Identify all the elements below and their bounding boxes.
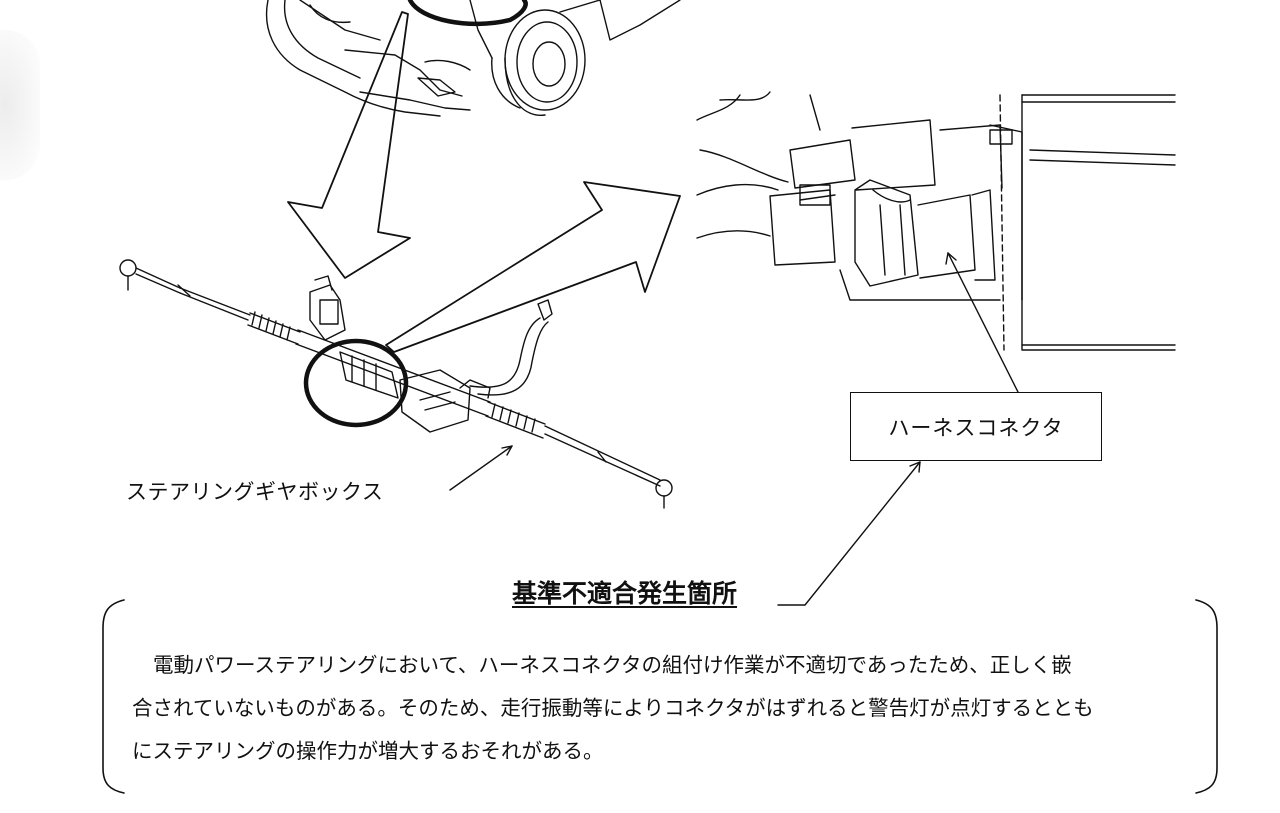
steering-gearbox-illustration: [119, 259, 673, 509]
description-line: 電動パワーステアリングにおいて、ハーネスコネクタの組付け作業が不適切であったため…: [153, 653, 1072, 677]
scan-shadow: [0, 30, 40, 180]
harness-connector-label: ハーネスコネクタ: [888, 415, 1064, 440]
recall-description: 電動パワーステアリングにおいて、ハーネスコネクタの組付け作業が不適切であったため…: [132, 644, 1202, 773]
description-bracket: [102, 599, 1218, 794]
description-line: にステアリングの操作力が増大するおそれがある。: [132, 739, 604, 763]
steering-gearbox-label: ステアリングギヤボックス: [126, 480, 384, 504]
gearbox-pointer: [449, 445, 513, 491]
defect-pointer: [777, 461, 921, 606]
down-arrow: [287, 11, 411, 279]
car-front-illustration: [265, 0, 681, 117]
up-right-arrow: [385, 181, 681, 353]
defect-location-title: 基準不適合発生箇所: [512, 579, 738, 608]
description-line: 合されていないものがある。そのため、走行振動等によりコネクタがはずれると警告灯が…: [132, 696, 1094, 720]
harness-connector-callout: ハーネスコネクタ: [850, 392, 1102, 461]
connector-detail-illustration: [696, 91, 1176, 393]
